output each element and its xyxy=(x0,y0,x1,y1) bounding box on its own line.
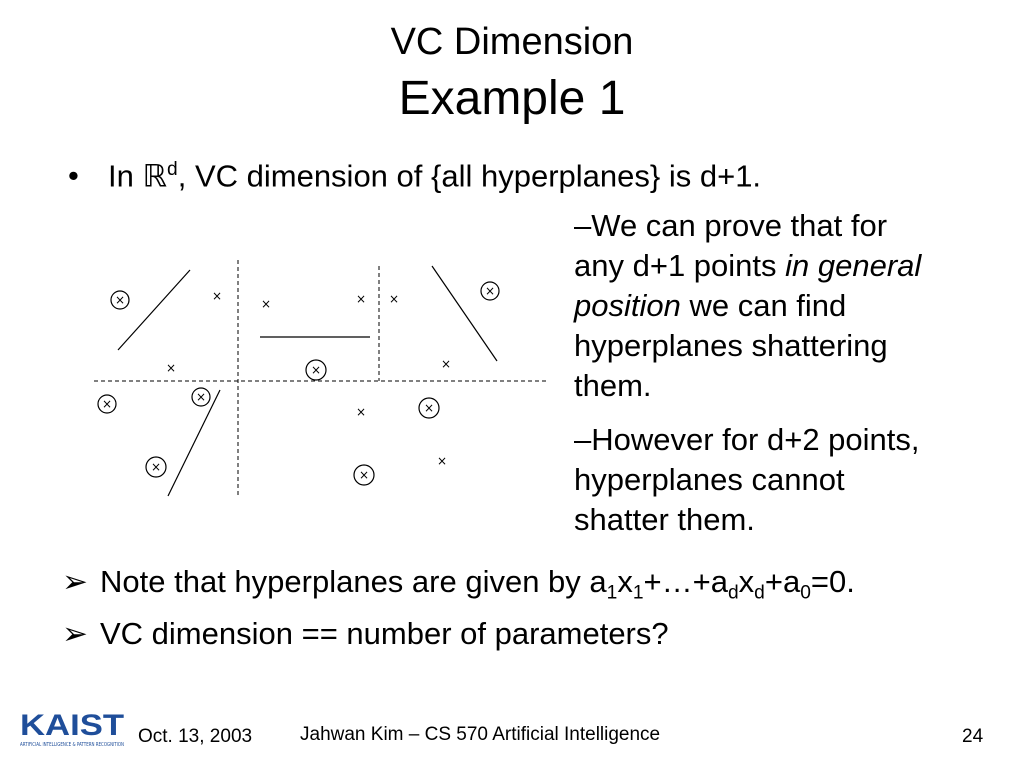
cross-point: × xyxy=(389,292,399,306)
sub-dash: – xyxy=(574,208,592,243)
cross-mark: × xyxy=(424,401,434,415)
hyperplane-line xyxy=(167,389,221,497)
real-space-symbol: ℝ xyxy=(142,158,168,194)
hyperplane-line xyxy=(117,269,191,351)
eq-sub: 1 xyxy=(606,582,618,604)
eq-part: +…+a xyxy=(643,564,728,599)
bullet-prefix: In xyxy=(108,158,143,194)
cross-point: × xyxy=(437,454,447,468)
circled-point xyxy=(110,290,130,310)
cross-point: × xyxy=(261,297,271,311)
arrow-bullet-icon: ➢ xyxy=(62,564,88,599)
circled-point xyxy=(418,397,440,419)
footer-date: Oct. 13, 2003 xyxy=(138,726,253,747)
footer-course: Jahwan Kim – CS 570 Artificial Intellige… xyxy=(300,724,661,745)
kaist-logo: KAIST ARTIFICIAL INTELLIGENCE & PATTERN … xyxy=(20,710,124,748)
eq-part: x xyxy=(617,564,633,599)
eq-part: =0. xyxy=(810,564,855,599)
cross-point: × xyxy=(356,292,366,306)
arrow-bullet-icon: ➢ xyxy=(62,616,88,651)
sub-text-a: We can prove that for any d+1 points xyxy=(574,208,888,283)
note-text: VC dimension == number of parameters? xyxy=(100,616,669,651)
slide-title: VC Dimension xyxy=(390,21,634,63)
shattering-figure: × × × × × × × × × × × × × × × × xyxy=(94,260,549,497)
logo-wordmark: KAIST xyxy=(20,710,124,742)
main-bullet: • In ℝd, VC dimension of {all hyperplanes… xyxy=(68,150,761,196)
sub-dash: – xyxy=(574,422,592,457)
circled-point xyxy=(191,387,211,407)
cross-mark: × xyxy=(102,397,112,411)
cross-mark: × xyxy=(196,390,206,404)
hyperplane-line xyxy=(431,265,498,362)
eq-sub: d xyxy=(727,582,739,604)
circled-point xyxy=(97,394,117,414)
slide-subtitle: Example 1 xyxy=(398,72,626,125)
cross-point: × xyxy=(356,405,366,419)
eq-part: +a xyxy=(764,564,801,599)
sub-text: However for d+2 points, hyperplanes cann… xyxy=(574,422,920,537)
bullet-text: , VC dimension of {all hyperplanes} is d… xyxy=(177,158,762,194)
sub-italic: in general position xyxy=(574,248,922,323)
sub-bullet-however: –However for d+2 points, hyperplanes can… xyxy=(574,420,934,540)
eq-sub: 1 xyxy=(632,582,644,604)
eq-part: x xyxy=(738,564,755,599)
circled-point xyxy=(145,456,167,478)
sub-bullet-proof: –We can prove that for any d+1 points in… xyxy=(574,206,934,406)
cross-mark: × xyxy=(115,293,125,307)
dimension-superscript: d xyxy=(167,159,178,180)
logo-tagline: ARTIFICIAL INTELLIGENCE & PATTERN RECOGN… xyxy=(20,742,124,748)
slide-number: 24 xyxy=(962,726,984,747)
note-parameters: ➢ VC dimension == number of parameters? xyxy=(62,614,669,654)
cross-mark: × xyxy=(151,460,161,474)
circled-point xyxy=(305,359,327,381)
circled-point xyxy=(353,464,375,486)
cross-mark: × xyxy=(359,468,369,482)
note-hyperplane-equation: ➢Note that hyperplanes are given by a1x1… xyxy=(62,562,855,604)
cross-point: × xyxy=(166,361,176,375)
bullet-dot-icon: • xyxy=(68,158,79,194)
cross-point: × xyxy=(441,357,451,371)
eq-part: Note that hyperplanes are given by a xyxy=(100,564,607,599)
circled-point xyxy=(480,281,500,301)
sub-text-b: we can find hyperplanes shattering them. xyxy=(574,288,888,403)
eq-sub: 0 xyxy=(800,582,811,604)
eq-sub: d xyxy=(754,582,765,604)
cross-point: × xyxy=(212,289,222,303)
cross-mark: × xyxy=(485,284,495,298)
cross-mark: × xyxy=(311,363,321,377)
